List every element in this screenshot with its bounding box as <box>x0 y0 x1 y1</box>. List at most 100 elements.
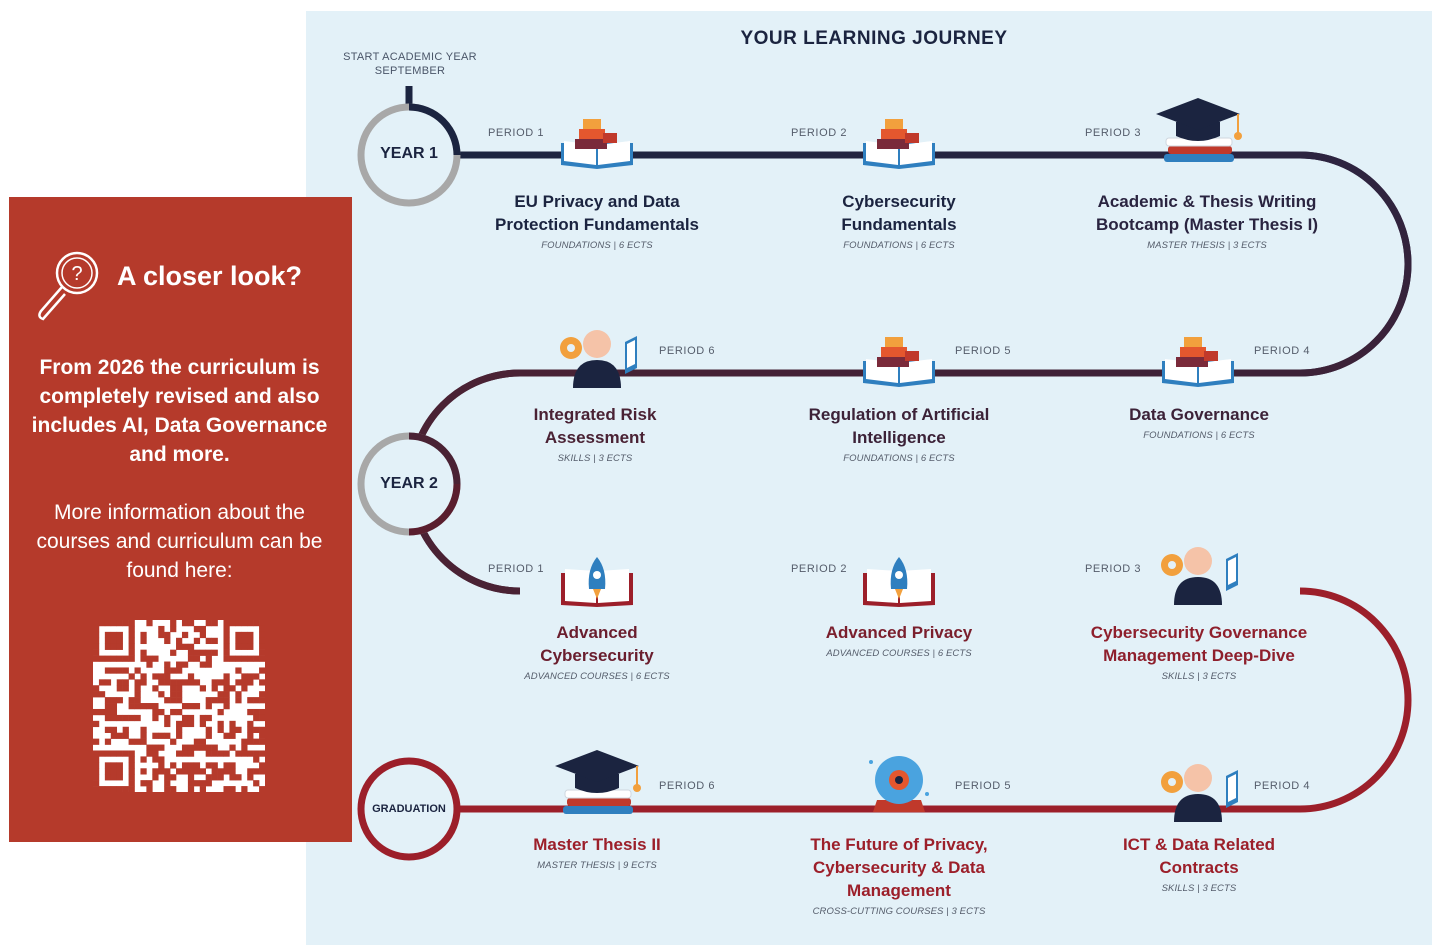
qr-module <box>116 643 123 650</box>
qr-module <box>181 631 189 639</box>
qr-module <box>247 631 254 639</box>
qr-module <box>217 697 224 704</box>
qr-module <box>158 708 165 716</box>
qr-module <box>104 679 112 686</box>
course-name: The Future of Privacy, Cybersecurity & D… <box>810 835 988 900</box>
qr-module <box>223 649 230 656</box>
period-label: PERIOD 5 <box>955 780 1012 792</box>
qr-module <box>134 703 141 710</box>
qr-module <box>176 691 183 698</box>
qr-module <box>211 649 218 656</box>
qr-module <box>259 643 265 650</box>
qr-module <box>116 631 123 639</box>
qr-module <box>199 649 206 656</box>
qr-module <box>122 726 129 733</box>
qr-module <box>259 768 265 775</box>
qr-module <box>128 655 135 662</box>
qr-module <box>223 643 230 650</box>
qr-module <box>164 714 171 722</box>
qr-module <box>110 786 118 792</box>
qr-code-icon[interactable] <box>93 620 265 792</box>
books-icon <box>1162 337 1234 387</box>
qr-module <box>104 714 112 722</box>
track-row3-curve <box>1299 587 1412 813</box>
qr-module <box>181 679 189 686</box>
qr-module <box>93 685 100 692</box>
period-label: PERIOD 2 <box>791 127 848 139</box>
qr-module <box>158 756 165 763</box>
qr-module <box>116 714 123 722</box>
qr-module <box>152 708 159 716</box>
qr-module <box>199 720 206 728</box>
qr-module <box>152 750 159 757</box>
qr-module <box>247 738 254 745</box>
qr-module <box>122 679 129 686</box>
qr-module <box>93 708 100 716</box>
qr-module <box>176 768 183 775</box>
qr-module <box>235 667 242 674</box>
qr-module <box>205 620 212 627</box>
qr-module <box>176 679 183 686</box>
qr-module <box>259 732 265 739</box>
qr-module <box>176 726 183 733</box>
qr-module <box>170 679 177 686</box>
qr-module <box>217 708 224 716</box>
qr-module <box>128 780 135 787</box>
qr-module <box>259 762 265 769</box>
qr-module <box>104 637 112 645</box>
qr-module <box>152 714 159 722</box>
qr-module <box>211 697 218 704</box>
qr-module <box>223 631 230 639</box>
person-gear-icon <box>1161 547 1238 605</box>
qr-module <box>134 685 141 692</box>
course-card: The Future of Privacy, Cybersecurity & D… <box>749 833 1049 917</box>
qr-module <box>134 679 141 686</box>
qr-module <box>116 685 123 692</box>
qr-module <box>199 625 206 633</box>
qr-module <box>116 768 123 775</box>
qr-module <box>187 679 195 686</box>
qr-module <box>170 738 177 745</box>
qr-module <box>241 655 248 662</box>
qr-module <box>259 738 265 745</box>
qr-module <box>128 649 135 656</box>
qr-module <box>259 726 265 733</box>
qr-module <box>253 780 260 787</box>
qr-module <box>199 685 206 692</box>
qr-module <box>205 703 212 710</box>
qr-module <box>110 667 118 674</box>
qr-module <box>128 697 135 704</box>
qr-module <box>223 697 230 704</box>
info-card: ? A closer look? From 2026 the curriculu… <box>9 197 352 842</box>
qr-module <box>98 708 106 716</box>
qr-module <box>187 703 195 710</box>
period-label: PERIOD 1 <box>488 127 545 139</box>
qr-module <box>164 720 171 728</box>
qr-module <box>259 750 265 757</box>
course-meta: ADVANCED COURSES | 6 ECTS <box>826 648 972 659</box>
qr-module <box>140 780 147 787</box>
qr-module <box>187 620 195 627</box>
qr-module <box>223 750 230 757</box>
crystal-ball-icon <box>869 756 929 812</box>
qr-module <box>223 625 230 633</box>
qr-module <box>146 661 153 668</box>
qr-module <box>128 673 135 680</box>
qr-module <box>223 655 230 662</box>
graduation-label: GRADUATION <box>372 803 446 815</box>
qr-module <box>122 750 129 757</box>
qr-module <box>235 691 242 698</box>
qr-module <box>253 756 260 763</box>
qr-module <box>259 649 265 656</box>
qr-module <box>229 655 236 662</box>
qr-module <box>247 620 254 627</box>
qr-module <box>235 631 242 639</box>
qr-module <box>128 631 135 639</box>
qr-module <box>170 708 177 716</box>
qr-module <box>187 720 195 728</box>
qr-module <box>193 762 201 769</box>
qr-module <box>259 786 265 792</box>
qr-module <box>140 726 147 733</box>
course-card: Integrated Risk Assessment SKILLS | 3 EC… <box>445 403 745 464</box>
qr-module <box>235 774 242 781</box>
